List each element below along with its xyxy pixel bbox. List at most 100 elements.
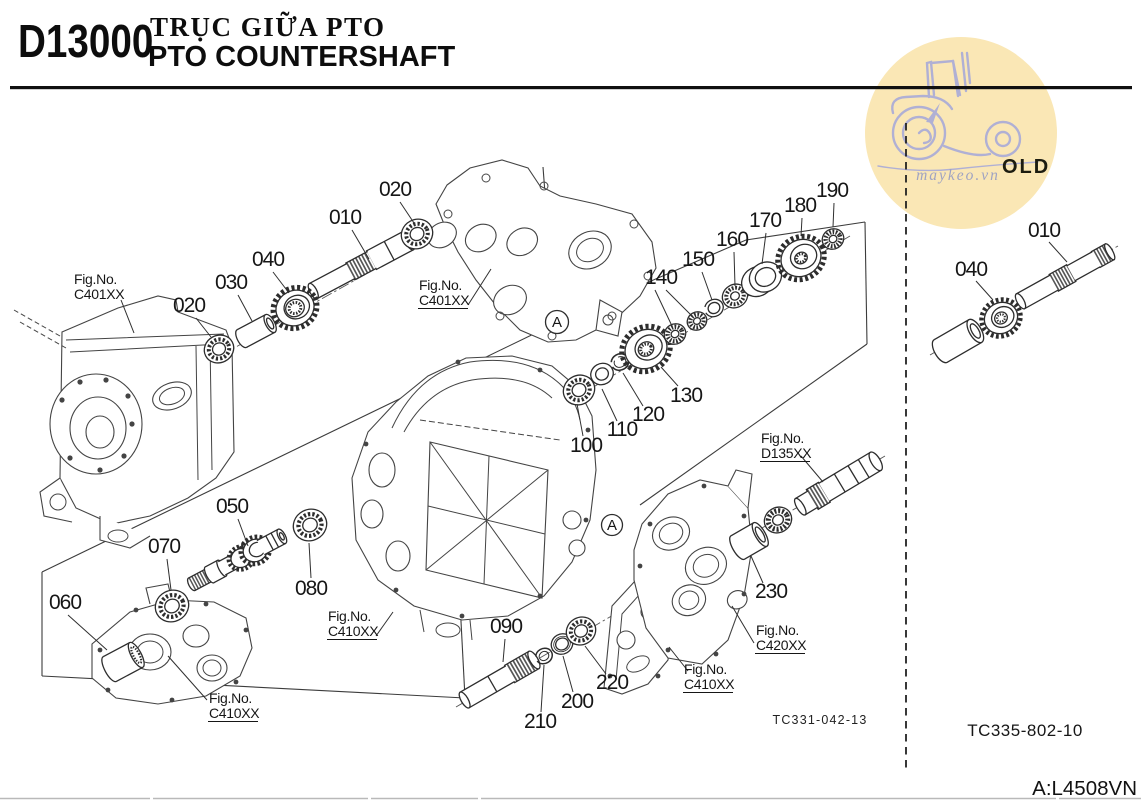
leader-line [975, 280, 994, 301]
needle-bearing-190-drawing [821, 228, 845, 250]
gear-180-drawing [775, 233, 827, 283]
part-label-120: 120 [632, 403, 664, 426]
leader-line [660, 366, 679, 387]
part-label-020: 020 [173, 294, 205, 317]
leader-line [654, 289, 673, 327]
bushing-230-drawing [729, 521, 769, 561]
snap-ring-210-drawing [534, 647, 554, 665]
leader-line [237, 294, 253, 322]
part-label-150: 150 [682, 248, 714, 271]
part-label-030: 030 [215, 271, 247, 294]
leader-line [67, 614, 108, 651]
old-version-tag: OLD [1002, 156, 1050, 178]
bottom-left-cover-drawing [91, 583, 253, 705]
fig-ref-prefix: Fig.No. [756, 622, 799, 638]
needle-bearing-140a-drawing [663, 323, 687, 345]
d135-shaft-drawing [793, 451, 884, 516]
part-label-020: 020 [379, 178, 411, 201]
leader-line [576, 403, 584, 437]
fig-ref-prefix: Fig.No. [761, 430, 804, 446]
leader-line [502, 638, 506, 663]
part-label-170: 170 [749, 209, 781, 232]
leader-line [272, 271, 290, 294]
part-label-190: 190 [816, 179, 848, 202]
part-label-100: 100 [570, 434, 602, 457]
part-label-040: 040 [955, 258, 987, 281]
part-label-090: 090 [490, 615, 522, 638]
fig-ref-D135XX[interactable]: D135XX [761, 445, 813, 461]
header: D13000 TRỤC GIỮA PTO PTO COUNTERSHAFT [10, 11, 1132, 90]
leader-line [584, 645, 607, 675]
footer: TC331-042-13 TC335-802-10 A:L4508VN [0, 713, 1141, 801]
part-label-010: 010 [1028, 219, 1060, 242]
part-label-200: 200 [561, 690, 593, 713]
leader-line [622, 372, 644, 407]
front-plate-drawing [427, 159, 657, 343]
section-marker-label: A [552, 314, 562, 331]
leader-line [399, 201, 415, 224]
leader-line [166, 558, 172, 591]
part-label-140: 140 [645, 266, 677, 289]
fig-ref-prefix: Fig.No. [74, 271, 117, 287]
fig-ref-C401XX[interactable]: C401XX [419, 292, 471, 308]
bearing-020-top-drawing [400, 218, 434, 250]
leader-line [562, 655, 574, 693]
leader-line [665, 289, 694, 318]
tractor-doodle-icon [877, 51, 1039, 172]
rear-cover-drawing [633, 469, 753, 665]
part-label-180: 180 [784, 194, 816, 217]
left-crankcase-drawing [13, 295, 235, 549]
part-label-220: 220 [596, 671, 628, 694]
section-marker-circle [600, 513, 624, 537]
labels-layer: 0100200300400200500600700800901001101201… [49, 178, 1068, 733]
drawing-ref-left: TC331-042-13 [772, 713, 867, 727]
washer-200-drawing [550, 633, 574, 655]
drawing-ref-right: TC335-802-10 [967, 721, 1083, 740]
leader-line [750, 555, 764, 584]
leader-line [308, 542, 312, 579]
fig-ref-C401XX: C401XX [74, 286, 125, 302]
part-label-210: 210 [524, 710, 556, 733]
section-marker-circle [544, 309, 570, 335]
bushing-060-drawing [101, 641, 145, 683]
part-label-010: 010 [329, 206, 361, 229]
part-label-110: 110 [607, 418, 638, 441]
leader-line [167, 655, 208, 701]
collar-030-drawing [235, 313, 277, 349]
part-label-230: 230 [755, 580, 787, 603]
fig-ref-C420XX[interactable]: C420XX [756, 637, 808, 653]
bearing-220-drawing [565, 616, 597, 646]
cluster-gear-shaft-050-drawing [186, 528, 288, 592]
leader-line [351, 229, 370, 260]
fig-ref-prefix: Fig.No. [684, 661, 727, 677]
part-label-160: 160 [716, 228, 748, 251]
washer-110-drawing [590, 362, 614, 386]
section-code: D13000 [18, 16, 153, 67]
fig-ref-C410XX[interactable]: C410XX [209, 705, 261, 721]
section-marker-label: A [607, 517, 617, 534]
fig-ref-C410XX[interactable]: C410XX [328, 623, 380, 639]
pto-shaft-010-drawing [307, 230, 416, 300]
bearing-100-drawing [562, 374, 596, 406]
page-title-vi: TRỤC GIỮA PTO [150, 11, 386, 42]
leader-line [237, 518, 249, 547]
leader-line [731, 605, 755, 644]
bearing-080-drawing [292, 508, 328, 542]
shaft-090-drawing [458, 650, 541, 709]
part-label-080: 080 [295, 577, 327, 600]
page-title-en: PTO COUNTERSHAFT [148, 41, 455, 73]
fig-ref-prefix: Fig.No. [328, 608, 371, 624]
old-shaft-010-drawing [1014, 243, 1116, 310]
leader-line [601, 388, 618, 422]
leader-line [800, 455, 824, 483]
page-code: A:L4508VN [1032, 777, 1137, 800]
leader-line [540, 664, 545, 713]
fig-ref-C410XX[interactable]: C410XX [684, 676, 736, 692]
part-label-070: 070 [148, 535, 180, 558]
leader-line [733, 251, 736, 287]
part-label-060: 060 [49, 591, 81, 614]
watermark-site-text: maykeo.vn [916, 167, 1000, 184]
leader-line [832, 202, 835, 228]
